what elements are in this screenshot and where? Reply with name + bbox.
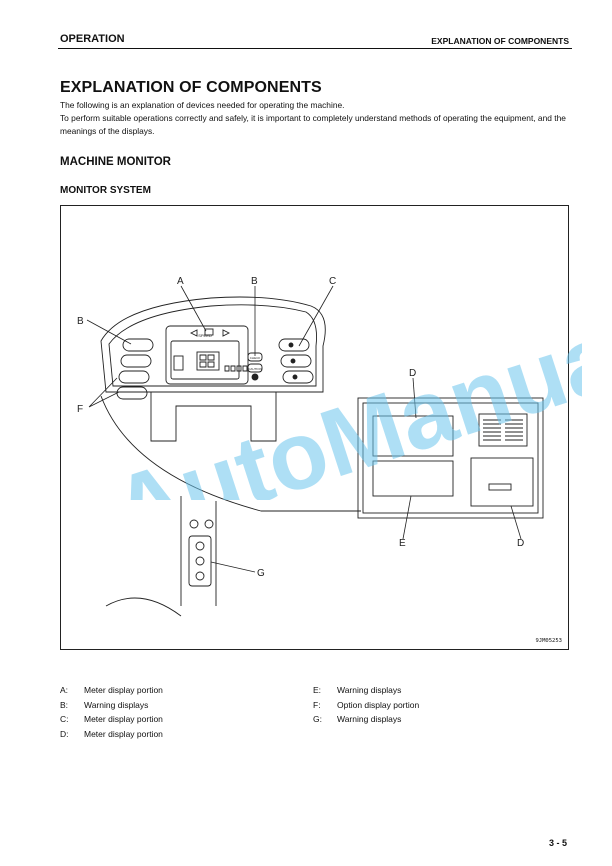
dashboard-outline (100, 296, 326, 393)
warning-lamp-block-upper (372, 415, 454, 457)
left-pod-button-2 (120, 354, 152, 368)
legend-left: A: Meter display portion B: Warning displa… (60, 683, 163, 741)
intro-line-1: The following is an explanation of devic… (60, 100, 345, 110)
monitor-system-figure: SPEED CHECK CAUTION (60, 205, 569, 650)
callout-f: F (77, 404, 83, 415)
header-section: OPERATION (60, 33, 125, 45)
speed-text: SPEED (198, 333, 212, 338)
legend-text: Warning displays (84, 699, 149, 710)
legend-item: B: Warning displays (60, 698, 163, 713)
callout-g: G (257, 568, 265, 579)
header-topic: EXPLANATION OF COMPONENTS (431, 36, 569, 46)
legend-text: Warning displays (337, 714, 402, 724)
gear-readout (173, 355, 184, 371)
speed-readout (196, 351, 220, 371)
right-pod-button-2 (280, 354, 312, 368)
legend-text: Warning displays (337, 685, 402, 695)
side-switch-panel (188, 535, 212, 587)
check-text: CHECK (250, 356, 261, 360)
callout-d-bottom: D (517, 538, 524, 549)
legend-key: G: (313, 714, 322, 724)
side-console (180, 496, 217, 606)
legend-item: E: Warning displays (313, 683, 419, 698)
monitor-illustration: SPEED CHECK CAUTION (77, 276, 544, 617)
floor-line (105, 597, 182, 617)
warning-lamp-block-lower (372, 460, 454, 497)
legend-item: G: Warning displays (313, 712, 419, 727)
figure-code: 9JM05253 (535, 638, 563, 644)
callout-a: A (177, 276, 184, 287)
left-pod-button-1 (122, 338, 154, 352)
left-pod-button-4 (116, 386, 148, 400)
section-title: MACHINE MONITOR (60, 156, 171, 168)
callout-e: E (399, 538, 406, 549)
page-title: EXPLANATION OF COMPONENTS (60, 79, 322, 96)
callout-d-top: D (409, 368, 416, 379)
subsection-title: MONITOR SYSTEM (60, 185, 151, 196)
left-pod-button-3 (118, 370, 150, 384)
legend-key: B: (60, 699, 69, 710)
callout-b-left: B (77, 316, 84, 327)
dashboard-lower-curve (100, 395, 361, 512)
legend-item: F: Option display portion (313, 698, 419, 713)
legend-right: E: Warning displays F: Option display port… (313, 683, 419, 727)
legend-text: Meter display portion (84, 714, 163, 724)
callout-c: C (329, 276, 336, 287)
legend-item: A: Meter display portion (60, 683, 163, 698)
legend-item: C: Meter display portion (60, 712, 163, 727)
steering-column (150, 392, 277, 442)
legend-key: A: (60, 685, 69, 695)
legend-text: Meter display portion (84, 685, 163, 695)
vent-grille (478, 413, 528, 447)
intro-text: The following is an explanation of devic… (60, 99, 580, 138)
intro-line-2: To perform suitable operations correctly… (60, 113, 566, 136)
option-display-block (470, 457, 534, 507)
legend-text: Meter display portion (84, 728, 163, 739)
legend-key: E: (313, 685, 322, 695)
legend-text: Option display portion (337, 699, 420, 710)
header-rule (58, 48, 572, 49)
legend-item: D: Meter display portion (60, 727, 163, 742)
callout-b-top: B (251, 276, 258, 287)
caution-text: CAUTION (248, 367, 262, 371)
right-pod-button-1 (278, 338, 310, 352)
right-monitor-panel (357, 397, 544, 519)
legend-key: F: (313, 699, 321, 710)
page-number: 3 - 5 (548, 838, 567, 848)
right-pod-button-3 (282, 370, 314, 384)
turn-arrow-icons (189, 329, 231, 337)
legend-key: C: (60, 714, 69, 724)
caution-button (247, 363, 263, 373)
legend-key: D: (60, 728, 69, 739)
